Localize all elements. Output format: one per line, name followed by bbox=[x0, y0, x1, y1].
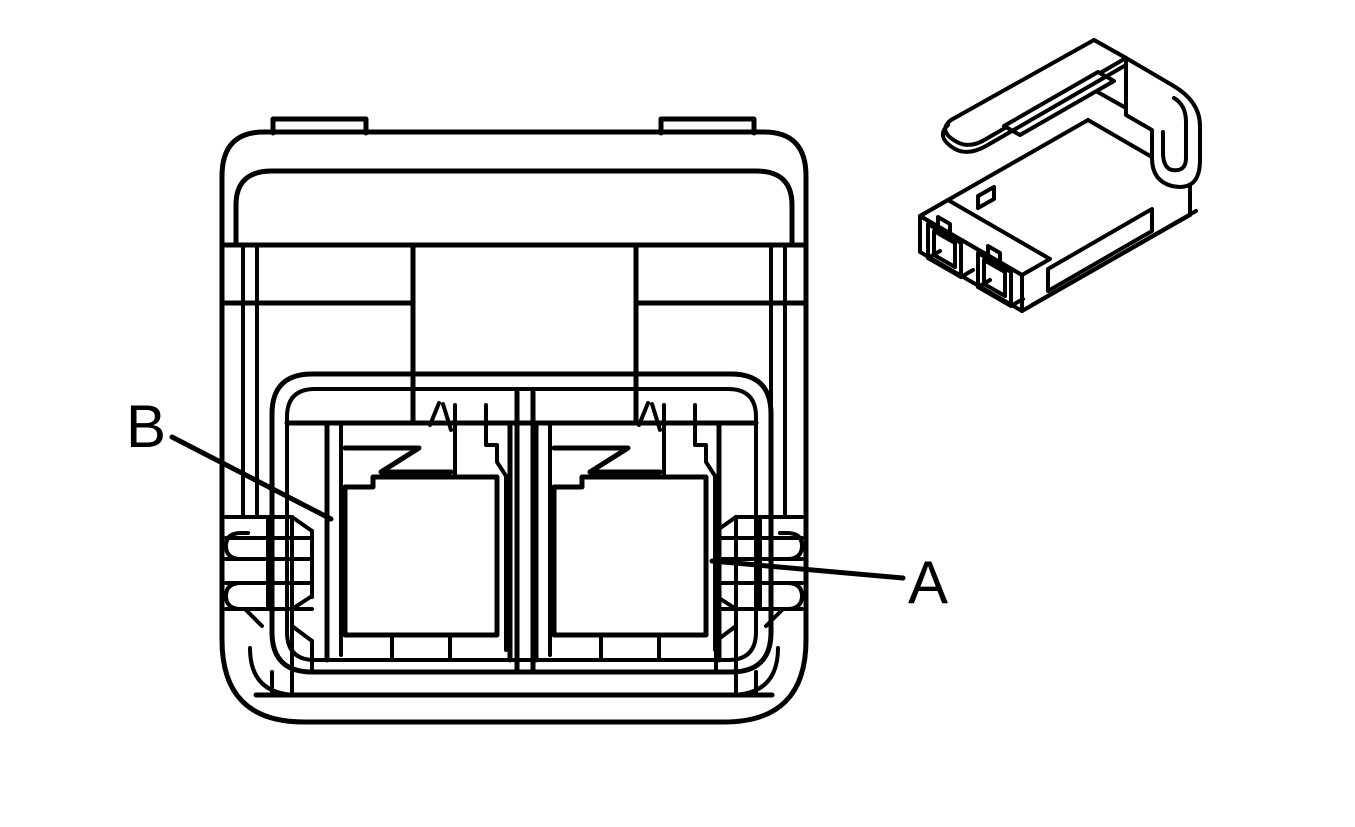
top-tab-right bbox=[658, 116, 757, 136]
cavity-shroud-outer bbox=[269, 371, 774, 675]
strap-hook-outer bbox=[1124, 56, 1202, 189]
cavity-shroud-inner bbox=[285, 387, 758, 662]
rail-bump-lower bbox=[224, 581, 250, 611]
iso-cavity-opening-1 bbox=[926, 215, 975, 279]
label-a: A bbox=[908, 549, 948, 616]
secondary-lock-clip-isometric-view bbox=[918, 38, 1202, 313]
lock-ridge-diagonals bbox=[637, 401, 662, 432]
main-connector-front-view bbox=[219, 116, 809, 725]
bottom-corner-arc-right bbox=[728, 646, 780, 697]
opening-inner bbox=[982, 258, 1007, 298]
cavity-bottom-cells bbox=[390, 633, 452, 662]
lock-channel bbox=[662, 403, 717, 652]
iso-lock-strap bbox=[940, 38, 1202, 210]
left-side-rail bbox=[224, 515, 314, 697]
terminal-lock-ramp bbox=[342, 445, 454, 475]
top-tab-left bbox=[270, 116, 369, 136]
bottom-corner-arc-left bbox=[248, 646, 300, 697]
center-divider bbox=[514, 389, 536, 675]
right-side-rail bbox=[714, 515, 804, 697]
strap-thickness-edge bbox=[940, 63, 1128, 154]
right-terminal-cavity bbox=[533, 401, 722, 663]
lock-channel bbox=[453, 403, 508, 652]
housing-outline bbox=[219, 129, 809, 725]
label-b: B bbox=[126, 393, 166, 460]
leader-line-a bbox=[709, 558, 906, 581]
opening-keyway bbox=[936, 215, 952, 237]
cavity-bottom-cells bbox=[599, 633, 661, 662]
lock-ridge-diagonals bbox=[428, 401, 453, 432]
opening-depth-lines bbox=[926, 249, 975, 279]
iso-cavity-opening-2 bbox=[976, 244, 1025, 308]
rail-diagonals bbox=[243, 515, 314, 643]
iso-side-ridge bbox=[1030, 209, 1198, 307]
rail-verticals bbox=[266, 515, 314, 697]
terminal-lock-ramp bbox=[551, 445, 663, 475]
terminal-opening bbox=[342, 474, 500, 638]
rail-bump-lower bbox=[778, 581, 804, 611]
leader-line-b bbox=[169, 434, 334, 522]
left-terminal-cavity bbox=[324, 401, 513, 663]
strap-hook-inner bbox=[1161, 96, 1188, 173]
strap-support-post bbox=[976, 185, 996, 210]
rail-diagonals bbox=[714, 515, 785, 643]
callouts: B A bbox=[126, 393, 948, 616]
opening-keyway bbox=[986, 244, 1002, 266]
terminal-opening bbox=[551, 474, 709, 638]
opening-depth-lines bbox=[976, 278, 1025, 308]
opening-inner bbox=[932, 229, 957, 269]
latch-block bbox=[410, 242, 639, 426]
iso-side-window bbox=[1046, 207, 1154, 293]
inner-top-wall bbox=[233, 168, 795, 248]
